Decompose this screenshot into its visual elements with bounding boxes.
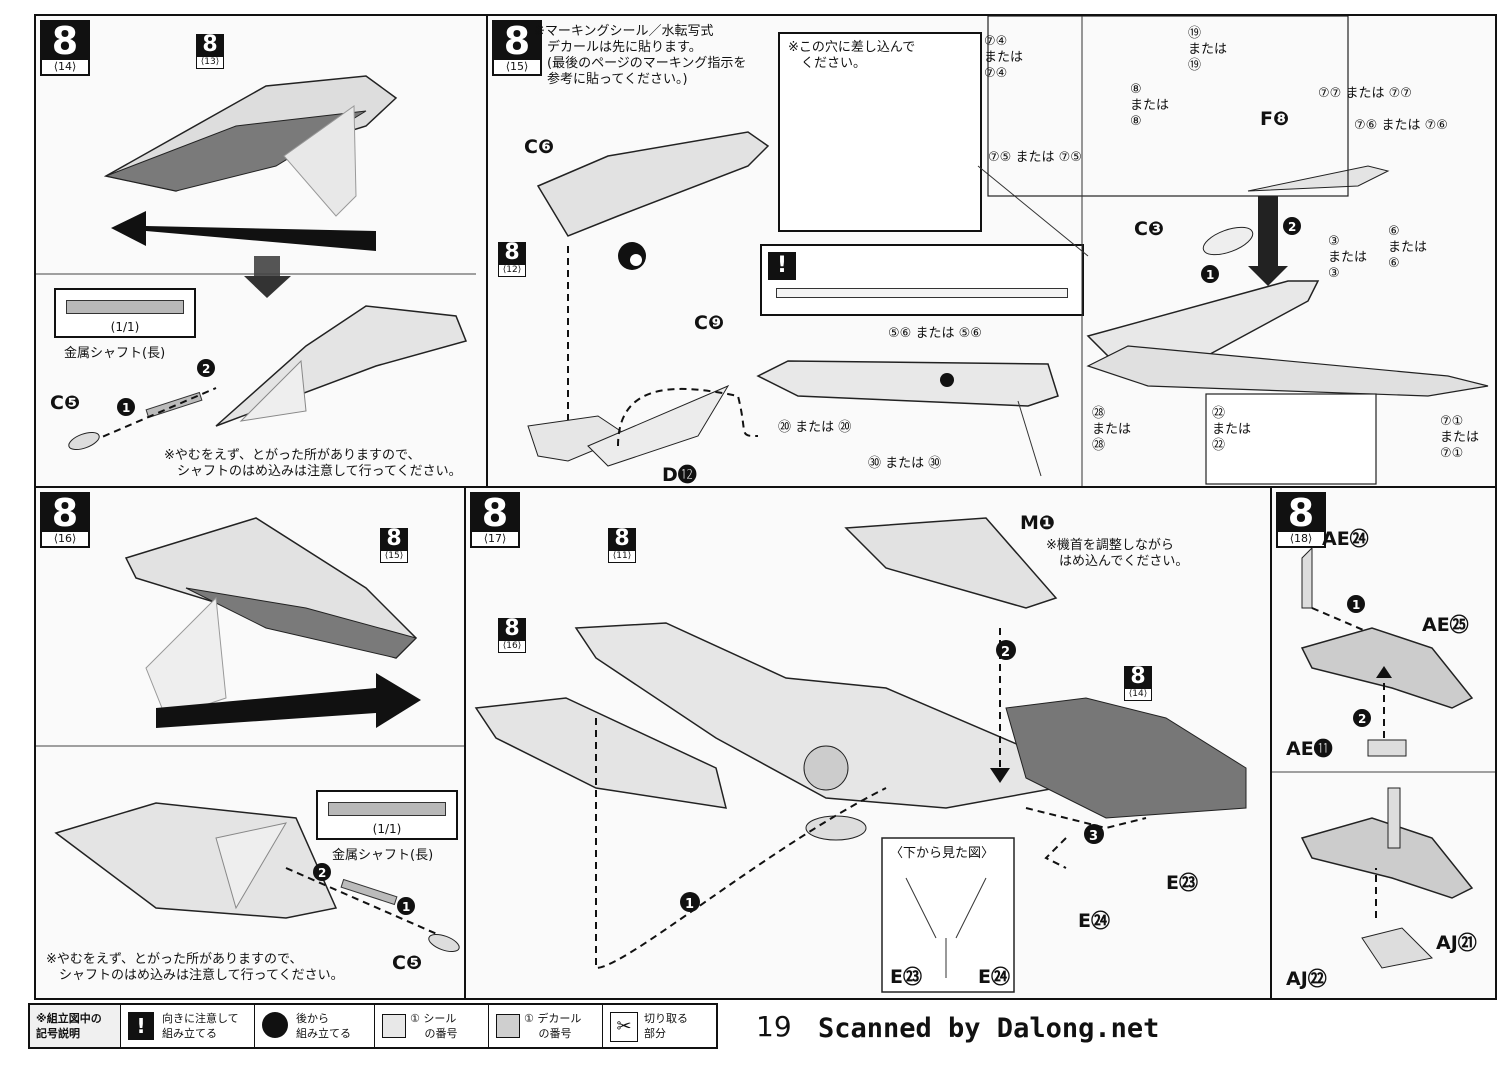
svg-text:2: 2 xyxy=(1358,712,1366,726)
bottom-view-title: 〈下から見た図〉 xyxy=(890,846,995,861)
panel-step-17: 8⟨17⟩ 8⟨11⟩ 8⟨16⟩ 8⟨14⟩ 2 1 3 M❶ ※機首を調整し… xyxy=(464,486,1272,1000)
legend-item-orientation: ! 向きに注意して 組み立てる xyxy=(122,1005,255,1047)
ref-badge-11: 8⟨11⟩ xyxy=(608,528,636,563)
step-badge: 8⟨17⟩ xyxy=(470,492,520,548)
svg-text:1: 1 xyxy=(122,401,130,415)
shaft-scale-box: (1/1) xyxy=(316,790,458,840)
svg-text:1: 1 xyxy=(402,900,410,914)
part-label-ae24: AE㉔ xyxy=(1322,528,1369,550)
page-number: 19 xyxy=(756,1010,792,1043)
step-badge: 8⟨18⟩ xyxy=(1276,492,1326,548)
marking-3: ③ または ③ xyxy=(1328,234,1368,281)
part-label-ae25: AE㉕ xyxy=(1422,614,1469,636)
part-label-ae11: AE⓫ xyxy=(1286,738,1333,760)
ref-badge: 8⟨13⟩ xyxy=(196,34,224,69)
svg-text:1: 1 xyxy=(685,897,694,912)
ref-badge-16: 8⟨16⟩ xyxy=(498,618,526,653)
bottom-view-e24: E㉔ xyxy=(978,966,1010,988)
legend-item-decal: ① デカール の番号 xyxy=(490,1005,603,1047)
cut-icon: ✂ xyxy=(610,1012,638,1042)
bottom-view-e23: E㉓ xyxy=(890,966,922,988)
shaft-label: 金属シャフト(長) xyxy=(332,848,434,863)
decal-icon xyxy=(496,1014,520,1038)
part-label: C❺ xyxy=(392,952,423,974)
step18-illustration: 1 2 xyxy=(1272,546,1495,969)
step16-illustration: 2 1 xyxy=(36,517,464,953)
marking-77: ⑦⑦ または ⑦⑦ xyxy=(1318,86,1412,101)
insert-note: ※この穴に差し込んで ください。 xyxy=(788,40,916,71)
svg-text:2: 2 xyxy=(202,362,210,376)
caution-note: ※やむをえず、とがった所がありますので、 シャフトのはめ込みは注意して行ってくだ… xyxy=(164,448,462,479)
sticker-icon xyxy=(382,1014,406,1038)
back-assembly-icon xyxy=(262,1012,288,1038)
marking-30: ㉚ または ㉚ xyxy=(868,456,942,471)
insert-detail-box: ※この穴に差し込んで ください。 xyxy=(778,32,982,232)
part-label-c6: C❻ xyxy=(524,136,555,158)
part-label-aj22: AJ㉒ xyxy=(1286,968,1327,990)
legend-item-sticker: ① シール の番号 xyxy=(376,1005,489,1047)
marking-74: ⑦④ または ⑦④ xyxy=(984,34,1024,81)
svg-text:2: 2 xyxy=(318,866,326,880)
shaft-scale-box: (1/1) xyxy=(54,288,196,338)
svg-text:1: 1 xyxy=(1206,268,1214,282)
part-label-f8: F❽ xyxy=(1260,108,1290,130)
ref-badge-14: 8⟨14⟩ xyxy=(1124,666,1152,701)
svg-text:2: 2 xyxy=(1001,645,1010,660)
exclamation-icon: ! xyxy=(128,1012,154,1040)
marking-75: ⑦⑤ または ⑦⑤ xyxy=(988,150,1082,165)
ref-badge: 8⟨12⟩ xyxy=(498,242,526,277)
step-number: 8 xyxy=(42,22,88,60)
part-label-d12: D⓬ xyxy=(662,464,697,486)
marking-71: ⑦① または ⑦① xyxy=(1440,414,1480,461)
svg-text:1: 1 xyxy=(1352,598,1360,612)
step-badge: 8⟨15⟩ xyxy=(492,20,542,76)
part-label-m1: M❶ xyxy=(1020,512,1055,534)
marking-20: ⑳ または ⑳ xyxy=(778,420,852,435)
marking-8: ⑧ または ⑧ xyxy=(1130,82,1170,129)
step-sub: ⟨14⟩ xyxy=(53,60,77,73)
part-label-c9: C❾ xyxy=(694,312,725,334)
marking-6: ⑥ または ⑥ xyxy=(1388,224,1428,271)
marking-56: ⑤⑥ または ⑤⑥ xyxy=(888,326,982,341)
part-label-aj21: AJ㉑ xyxy=(1436,932,1477,954)
ref-badge: 8⟨15⟩ xyxy=(380,528,408,563)
part-label-c3: C❸ xyxy=(1134,218,1165,240)
caution-detail-box: ! xyxy=(760,244,1084,316)
marking-22: ㉒ または ㉒ xyxy=(1212,406,1252,453)
marking-19: ⑲ または ⑲ xyxy=(1188,26,1228,73)
marking-76: ⑦⑥ または ⑦⑥ xyxy=(1354,118,1448,133)
shaft-label: 金属シャフト(長) xyxy=(64,346,166,361)
step-badge: 8⟨16⟩ xyxy=(40,492,90,548)
step17-illustration: 2 1 3 xyxy=(474,517,1247,993)
exclamation-icon: ! xyxy=(768,252,796,280)
step14-illustration: 1 2 xyxy=(36,75,476,451)
panel-step-16: 8⟨16⟩ 8⟨15⟩ 2 1 (1/1) 金属シャフト(長) C❺ ※やむをえ… xyxy=(34,486,466,1000)
marking-note: ※マーキングシール／水転写式 デカールは先に貼ります。 (最後のページのマーキン… xyxy=(534,24,747,87)
caution-note: ※やむをえず、とがった所がありますので、 シャフトのはめ込みは注意して行ってくだ… xyxy=(46,952,344,983)
legend-item-cut: ✂ 切り取る 部分 xyxy=(604,1005,716,1047)
adjust-note: ※機首を調整しながら はめ込んでください。 xyxy=(1046,538,1189,569)
step15-illustration: 1 2 xyxy=(527,16,1489,486)
step-badge: 8 ⟨14⟩ xyxy=(40,20,90,76)
panel-step-18: 8⟨18⟩ 1 2 AE㉔ AE㉕ AE⓫ AJ㉑ AJ㉒ xyxy=(1270,486,1497,1000)
symbol-legend: ※組立図中の 記号説明 ! 向きに注意して 組み立てる 後から 組み立てる ① … xyxy=(28,1003,718,1049)
panel-step-14: 8 ⟨14⟩ 8⟨13⟩ 1 2 (1/1) 金属シャフト(長) C❺ ※やむを… xyxy=(34,14,488,488)
svg-text:2: 2 xyxy=(1288,220,1296,234)
scan-credit: Scanned by Dalong.net xyxy=(818,1013,1160,1044)
part-label-e23: E㉓ xyxy=(1166,872,1198,894)
svg-text:3: 3 xyxy=(1089,829,1098,844)
legend-title: ※組立図中の 記号説明 xyxy=(30,1005,121,1047)
marking-28: ㉘ または ㉘ xyxy=(1092,406,1132,453)
part-label-e24: E㉔ xyxy=(1078,910,1110,932)
legend-item-later: 後から 組み立てる xyxy=(256,1005,375,1047)
part-label: C❺ xyxy=(50,392,81,414)
panel-step-15: 8⟨15⟩ ※マーキングシール／水転写式 デカールは先に貼ります。 (最後のペー… xyxy=(486,14,1497,488)
